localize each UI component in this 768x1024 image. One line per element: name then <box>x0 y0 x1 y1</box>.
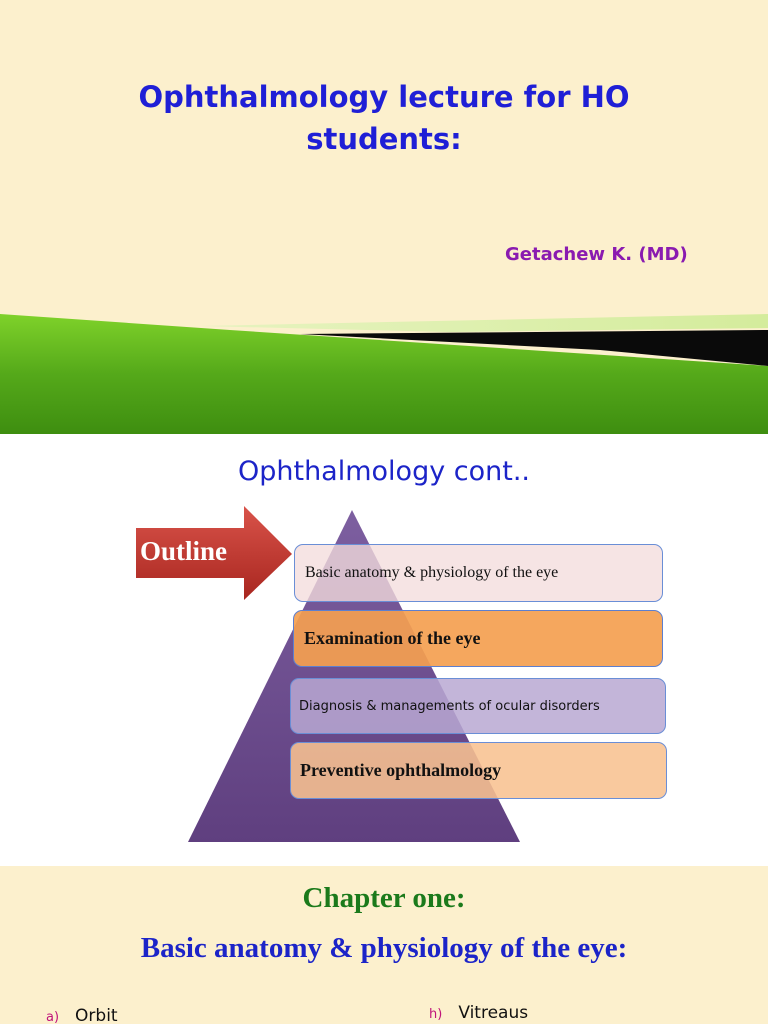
slide-chapter-one: Chapter one: Basic anatomy & physiology … <box>0 866 768 1024</box>
chapter-heading: Chapter one: <box>302 882 466 914</box>
outline-arrow-shape <box>136 506 292 600</box>
green-swoosh-decoration <box>0 314 768 434</box>
slide-title: Ophthalmology lecture for HO students: G… <box>0 0 768 434</box>
outline-box-examination-text: Examination of the eye <box>304 628 481 648</box>
outline-arrow-label: Outline <box>140 536 228 566</box>
author-name: Getachew K. (MD) <box>505 244 688 265</box>
outline-box-diagnosis-text: Diagnosis & managements of ocular disord… <box>299 698 600 714</box>
list-marker: h) <box>429 1007 443 1022</box>
outline-box-anatomy-text: Basic anatomy & physiology of the eye <box>305 564 559 581</box>
list-item: h) Vitreaus <box>429 1003 528 1023</box>
outline-slide-title: Ophthalmology cont.. <box>237 456 531 487</box>
list-item: a) Orbit <box>46 1006 118 1024</box>
slide-outline: Ophthalmology cont.. Outline Basic anato… <box>0 434 768 866</box>
outline-box-preventive-text: Preventive ophthalmology <box>300 760 502 780</box>
list-item-text: Vitreaus <box>458 1003 529 1023</box>
list-item-text: Orbit <box>75 1006 118 1024</box>
list-marker: a) <box>46 1010 60 1024</box>
lecture-title: Ophthalmology lecture for HO students: <box>138 80 630 156</box>
chapter-subtitle: Basic anatomy & physiology of the eye: <box>140 932 628 964</box>
outline-box-anatomy: Basic anatomy & physiology of the eye <box>294 544 663 602</box>
outline-box-preventive: Preventive ophthalmology <box>290 742 667 799</box>
outline-box-examination: Examination of the eye <box>293 610 663 667</box>
outline-box-diagnosis: Diagnosis & managements of ocular disord… <box>290 678 666 734</box>
